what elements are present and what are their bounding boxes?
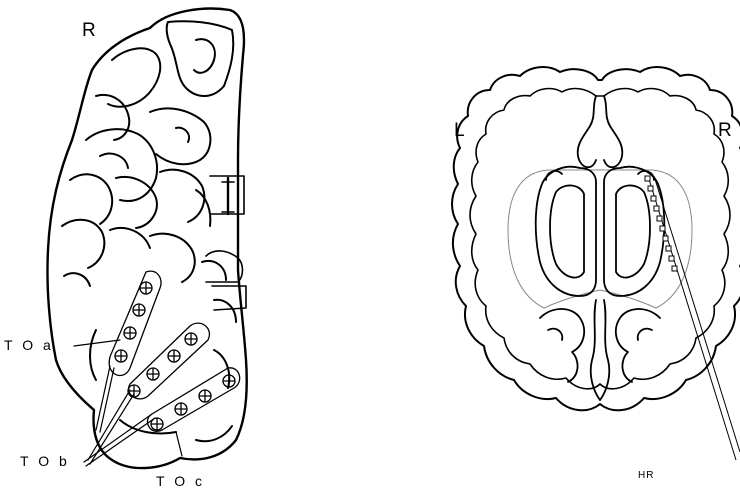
strip-label-c: T O c: [156, 473, 205, 489]
electrode-strip-c: [147, 368, 239, 431]
contact-electrodes-b: [128, 333, 197, 397]
strip-label-a: T O a: [4, 337, 54, 353]
section-right-label: R: [718, 120, 732, 141]
lateral-ventricles: [536, 167, 665, 296]
electrode-strip-a: [109, 271, 161, 375]
label-leaders: [74, 340, 120, 346]
right-brain-panel: L R: [452, 67, 740, 481]
section-left-label: L: [454, 120, 465, 141]
left-side-label: R: [82, 20, 96, 41]
midline: [578, 96, 623, 167]
left-brain-panel: R: [4, 9, 247, 489]
contact-electrodes-a: [115, 282, 152, 362]
strip-label-b: T O b: [20, 453, 70, 469]
electrode-label: HR: [638, 470, 654, 481]
cortex-inner-outline: [470, 89, 730, 389]
contact-electrodes-c: [151, 375, 235, 430]
hemisphere-outline: [47, 9, 246, 468]
electrode-strip-b: [128, 323, 209, 399]
